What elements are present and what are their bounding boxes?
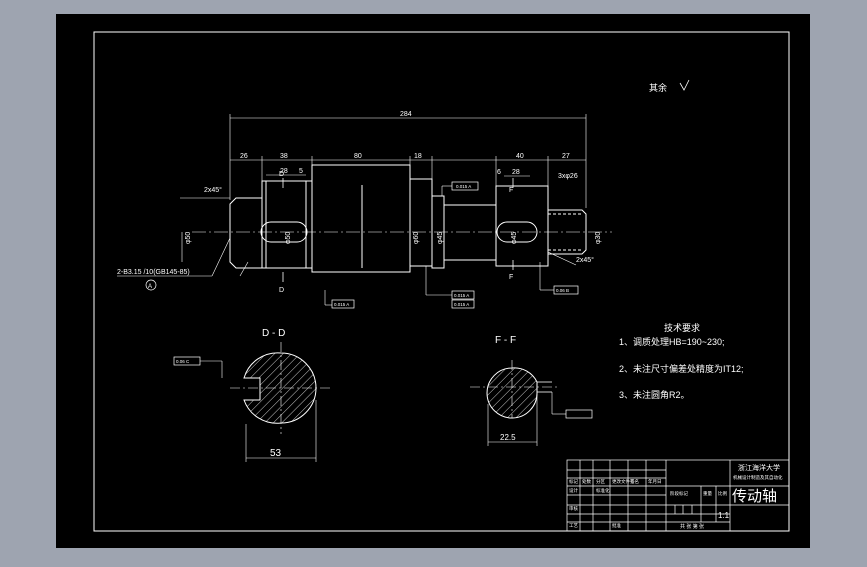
svg-text:签名: 签名	[630, 478, 639, 485]
svg-text:其余: 其余	[649, 82, 667, 93]
tolerance-texts: 0.015 A 0.015 A 0.015 A 0.015 A 0.06 B 0…	[176, 184, 569, 364]
tb-school: 浙江海洋大学	[738, 463, 780, 472]
keyways	[260, 221, 538, 243]
tech-req-item-2: 2、未注尺寸偏差处精度为IT12;	[619, 363, 744, 374]
svg-text:工艺: 工艺	[569, 523, 578, 528]
svg-text:F: F	[509, 187, 513, 194]
datum-a-circle	[145, 279, 157, 291]
dia-mid-label: φ60	[413, 232, 420, 244]
svg-text:阶段标记: 阶段标记	[670, 490, 688, 497]
svg-text:年月日: 年月日	[648, 478, 662, 485]
dia-right-label: φ30	[595, 232, 602, 244]
dia-bear-label: φ45	[437, 232, 444, 244]
center-hole-label: 2-B3.15 /10(GB145-85)	[117, 269, 190, 276]
dia-key-right-label: φ45	[511, 232, 518, 244]
dim-26-label: 26	[240, 153, 248, 160]
tol-frame-4	[451, 299, 475, 309]
keyway-left	[260, 221, 308, 243]
dim-28a-label: 28	[280, 168, 288, 175]
svg-text:A: A	[148, 284, 152, 290]
title-block	[566, 459, 790, 532]
dimension-lines	[180, 114, 587, 262]
tol-frame-2	[451, 181, 479, 191]
dim-5-label: 5	[299, 168, 303, 175]
dimension-labels: 284 26 38 80 18 40 27 28 28 5 6 2x45° 2x…	[117, 111, 602, 276]
thread-right-label: 3xφ26	[558, 173, 578, 180]
dim-80-label: 80	[354, 153, 362, 160]
dim-6-label: 6	[497, 169, 501, 176]
tech-req-item-3: 3、未注圆角R2。	[619, 389, 690, 400]
tol-frame-3	[451, 290, 475, 300]
roughness-symbol-icon	[679, 79, 690, 91]
svg-text:批准: 批准	[612, 522, 621, 529]
svg-text:D: D	[279, 287, 284, 294]
svg-text:共 张 第 张: 共 张 第 张	[680, 523, 704, 530]
dim-38-label: 38	[280, 153, 288, 160]
shaft-right-end	[547, 209, 587, 255]
svg-text:0.015 A: 0.015 A	[454, 302, 469, 307]
tech-req-title: 技术要求	[664, 322, 700, 333]
sec-f-width-label: 22.5	[500, 433, 516, 442]
datum-a: A	[145, 279, 157, 291]
tol-frame-1	[331, 299, 355, 309]
dim-overall-label: 284	[400, 111, 412, 118]
chamfer-right-label: 2x45°	[576, 256, 594, 264]
section-dd-label: D - D	[262, 328, 285, 339]
dia-left-label: φ50	[185, 232, 192, 244]
tb-class: 机械设计制造及其自动化	[733, 474, 783, 481]
technical-requirements: 技术要求 1、调质处理HB=190~230; 2、未注尺寸偏差处精度为IT12;…	[619, 322, 744, 400]
tech-req-item-1: 1、调质处理HB=190~230;	[619, 336, 725, 347]
svg-text:分区: 分区	[596, 478, 605, 485]
svg-text:0.015 A: 0.015 A	[334, 302, 349, 307]
svg-text:标记: 标记	[569, 478, 578, 485]
svg-text:D: D	[279, 171, 284, 178]
dim-28b-label: 28	[512, 169, 520, 176]
svg-text:0.06 B: 0.06 B	[556, 288, 569, 293]
tol-frame-5	[553, 285, 579, 295]
tb-part-name: 传动轴	[732, 488, 777, 505]
svg-text:重量: 重量	[703, 490, 712, 497]
drawing-sheet	[56, 14, 810, 548]
dim-27-label: 27	[562, 153, 570, 160]
dia-key-left-label: φ50	[285, 232, 292, 244]
dim-18-label: 18	[414, 153, 422, 160]
svg-text:0.015 A: 0.015 A	[456, 184, 471, 189]
section-ff-label: F - F	[495, 335, 516, 346]
svg-text:设计: 设计	[569, 487, 578, 494]
roughness-note: 其余	[649, 79, 690, 93]
svg-text:F: F	[509, 274, 513, 281]
leader-lines	[117, 185, 577, 306]
section-cut-markers: D D F F	[279, 171, 514, 294]
svg-text:标准化: 标准化	[596, 487, 610, 494]
section-ff: F - F 22.5	[470, 335, 566, 446]
sec-d-width-label: 53	[270, 448, 282, 459]
svg-text:0.06 C: 0.06 C	[176, 359, 190, 364]
svg-text:处数: 处数	[582, 478, 591, 485]
svg-text:比例: 比例	[718, 490, 727, 497]
chamfer-left-label: 2x45°	[204, 186, 222, 194]
svg-text:更改文件号: 更改文件号	[612, 478, 635, 485]
tb-scale: 1:1	[718, 511, 730, 520]
svg-text:0.015 A: 0.015 A	[454, 293, 469, 298]
keyway-right	[496, 221, 538, 243]
svg-text:审核: 审核	[569, 505, 578, 512]
section-dd: D - D 53	[200, 328, 332, 462]
drawing-border	[93, 31, 790, 532]
shaft-outline	[229, 164, 587, 273]
dim-40-label: 40	[516, 153, 524, 160]
title-block-text: 浙江海洋大学 机械设计制造及其自动化 传动轴 1:1 标记 处数 分区 更改文件…	[569, 463, 783, 530]
